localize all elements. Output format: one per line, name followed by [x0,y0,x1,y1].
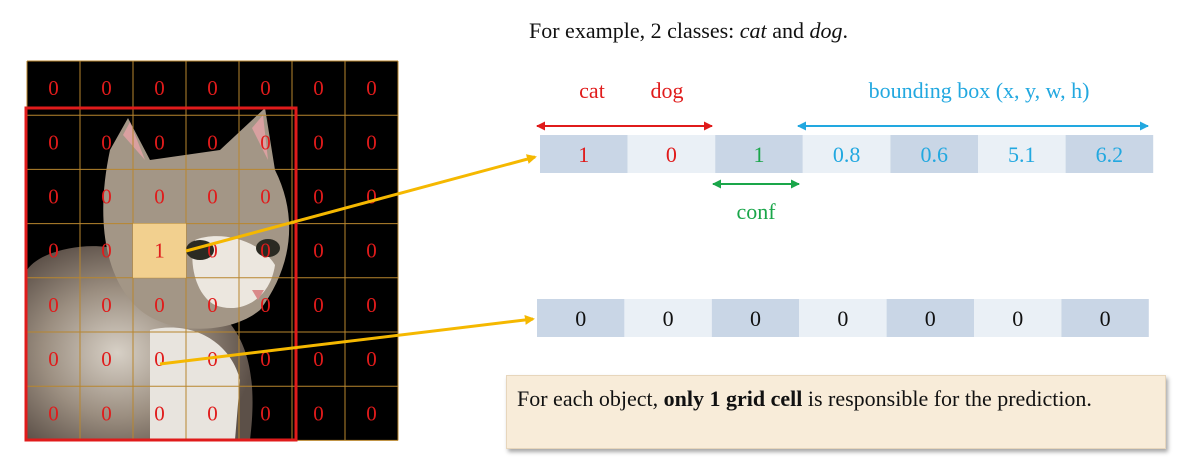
grid-cell-value: 1 [154,239,165,263]
vector-cell [1065,135,1154,173]
grid-cell-value: 0 [101,347,112,371]
note-suffix: is responsible for the prediction. [802,386,1092,411]
vector-cell [978,135,1066,173]
grid-cell-value: 0 [366,239,377,263]
grid-cell-value: 0 [313,401,324,425]
vector-value: 0 [663,306,674,331]
grid-cell-value: 0 [48,76,59,100]
title-class-cat: cat [739,18,767,43]
grid-cell-value: 0 [154,76,165,100]
grid-cell-value: 0 [366,185,377,209]
grid-cell-value: 0 [313,185,324,209]
grid-cell-value: 0 [260,347,271,371]
title-class-dog: dog [809,18,843,43]
title-prefix: For example, 2 classes: [529,18,740,43]
grid-cell-value: 0 [101,239,112,263]
vector-cell [624,299,712,337]
prediction-vector-empty: 0 0 0 0 0 0 0 [537,299,1149,337]
vector-value: 1 [578,142,589,167]
title-suffix: . [842,18,848,43]
vector-value: 0 [575,306,586,331]
title-mid: and [766,18,810,43]
note-box: For each object, only 1 grid cell is res… [506,375,1166,449]
vector-cell [627,135,716,173]
grid-cell-value: 0 [207,130,218,154]
grid-cell-value: 0 [207,293,218,317]
vector-cell [890,135,978,173]
arrow-other-cell [159,314,535,366]
cat-bounding-box [24,106,298,442]
grid-cell-value: 0 [313,76,324,100]
vector-cell [1061,299,1149,337]
grid-cell-value: 0 [207,76,218,100]
vector-cell [802,135,891,173]
grid-cell-value: 0 [154,293,165,317]
grid-cell-value: 0 [48,401,59,425]
label-cat: cat [579,78,605,103]
grid-cell-value: 0 [313,347,324,371]
grid-cell-value: 0 [48,239,59,263]
vector-value: 5.1 [1008,142,1036,167]
vector-value: 0 [925,306,936,331]
label-conf: conf [736,199,776,224]
grid-cell-value: 0 [101,185,112,209]
grid-cell-value: 0 [260,76,271,100]
grid-cell-value: 0 [154,185,165,209]
grid-cell-value: 0 [101,76,112,100]
grid-cell-value: 0 [48,347,59,371]
vector-cell [799,299,887,337]
vector-value: 0 [750,306,761,331]
grid-cell-value: 0 [207,239,218,263]
arrow-responsible-cell [185,154,537,253]
grid-cell-value: 0 [313,293,324,317]
grid-cell-value: 0 [366,293,377,317]
grid-cell-value: 0 [48,185,59,209]
example-title: For example, 2 classes: cat and dog. [529,18,848,44]
prediction-vector-object: 1 0 1 0.8 0.6 5.1 6.2 [540,135,1154,173]
grid-cell-value: 0 [154,130,165,154]
grid-cell-value: 0 [48,130,59,154]
grid-cell-value: 0 [366,401,377,425]
note-bold: only 1 grid cell [663,386,803,411]
vector-cell [886,299,974,337]
grid-cell-value: 0 [366,76,377,100]
vector-cell [974,299,1062,337]
vector-value: 1 [754,142,765,167]
grid-cell-value: 0 [260,293,271,317]
grid-cell-value: 0 [260,401,271,425]
grid-cell-value: 0 [101,401,112,425]
grid-cell-value: 0 [154,401,165,425]
vector-cell [540,135,628,173]
grid-cell-value: 0 [48,293,59,317]
label-bounding-box: bounding box (x, y, w, h) [869,78,1090,103]
grid-cell-value: 0 [366,130,377,154]
vector-value: 0.8 [833,142,861,167]
grid-cell-value: 0 [260,239,271,263]
grid-cell-value: 0 [260,185,271,209]
grid-cell-value: 0 [313,130,324,154]
grid-cell-value: 0 [154,347,165,371]
vector-cell [711,299,800,337]
responsible-cell-highlight [133,223,186,278]
vector-value: 0 [666,142,677,167]
vector-cell [537,299,625,337]
vector-value: 0 [1100,306,1111,331]
grid-cell-value: 0 [207,185,218,209]
note-prefix: For each object, [517,386,664,411]
vector-value: 0 [837,306,848,331]
vector-value: 0.6 [920,142,948,167]
grid-cell-value: 0 [101,293,112,317]
grid-cell-value: 0 [366,347,377,371]
grid-cell-value: 0 [101,130,112,154]
label-dog: dog [651,78,684,103]
grid-cell-value: 0 [207,401,218,425]
grid-cell-value: 0 [313,239,324,263]
vector-value: 6.2 [1096,142,1124,167]
vector-value: 0 [1012,306,1023,331]
vector-cell [715,135,803,173]
grid-cell-value: 0 [260,130,271,154]
